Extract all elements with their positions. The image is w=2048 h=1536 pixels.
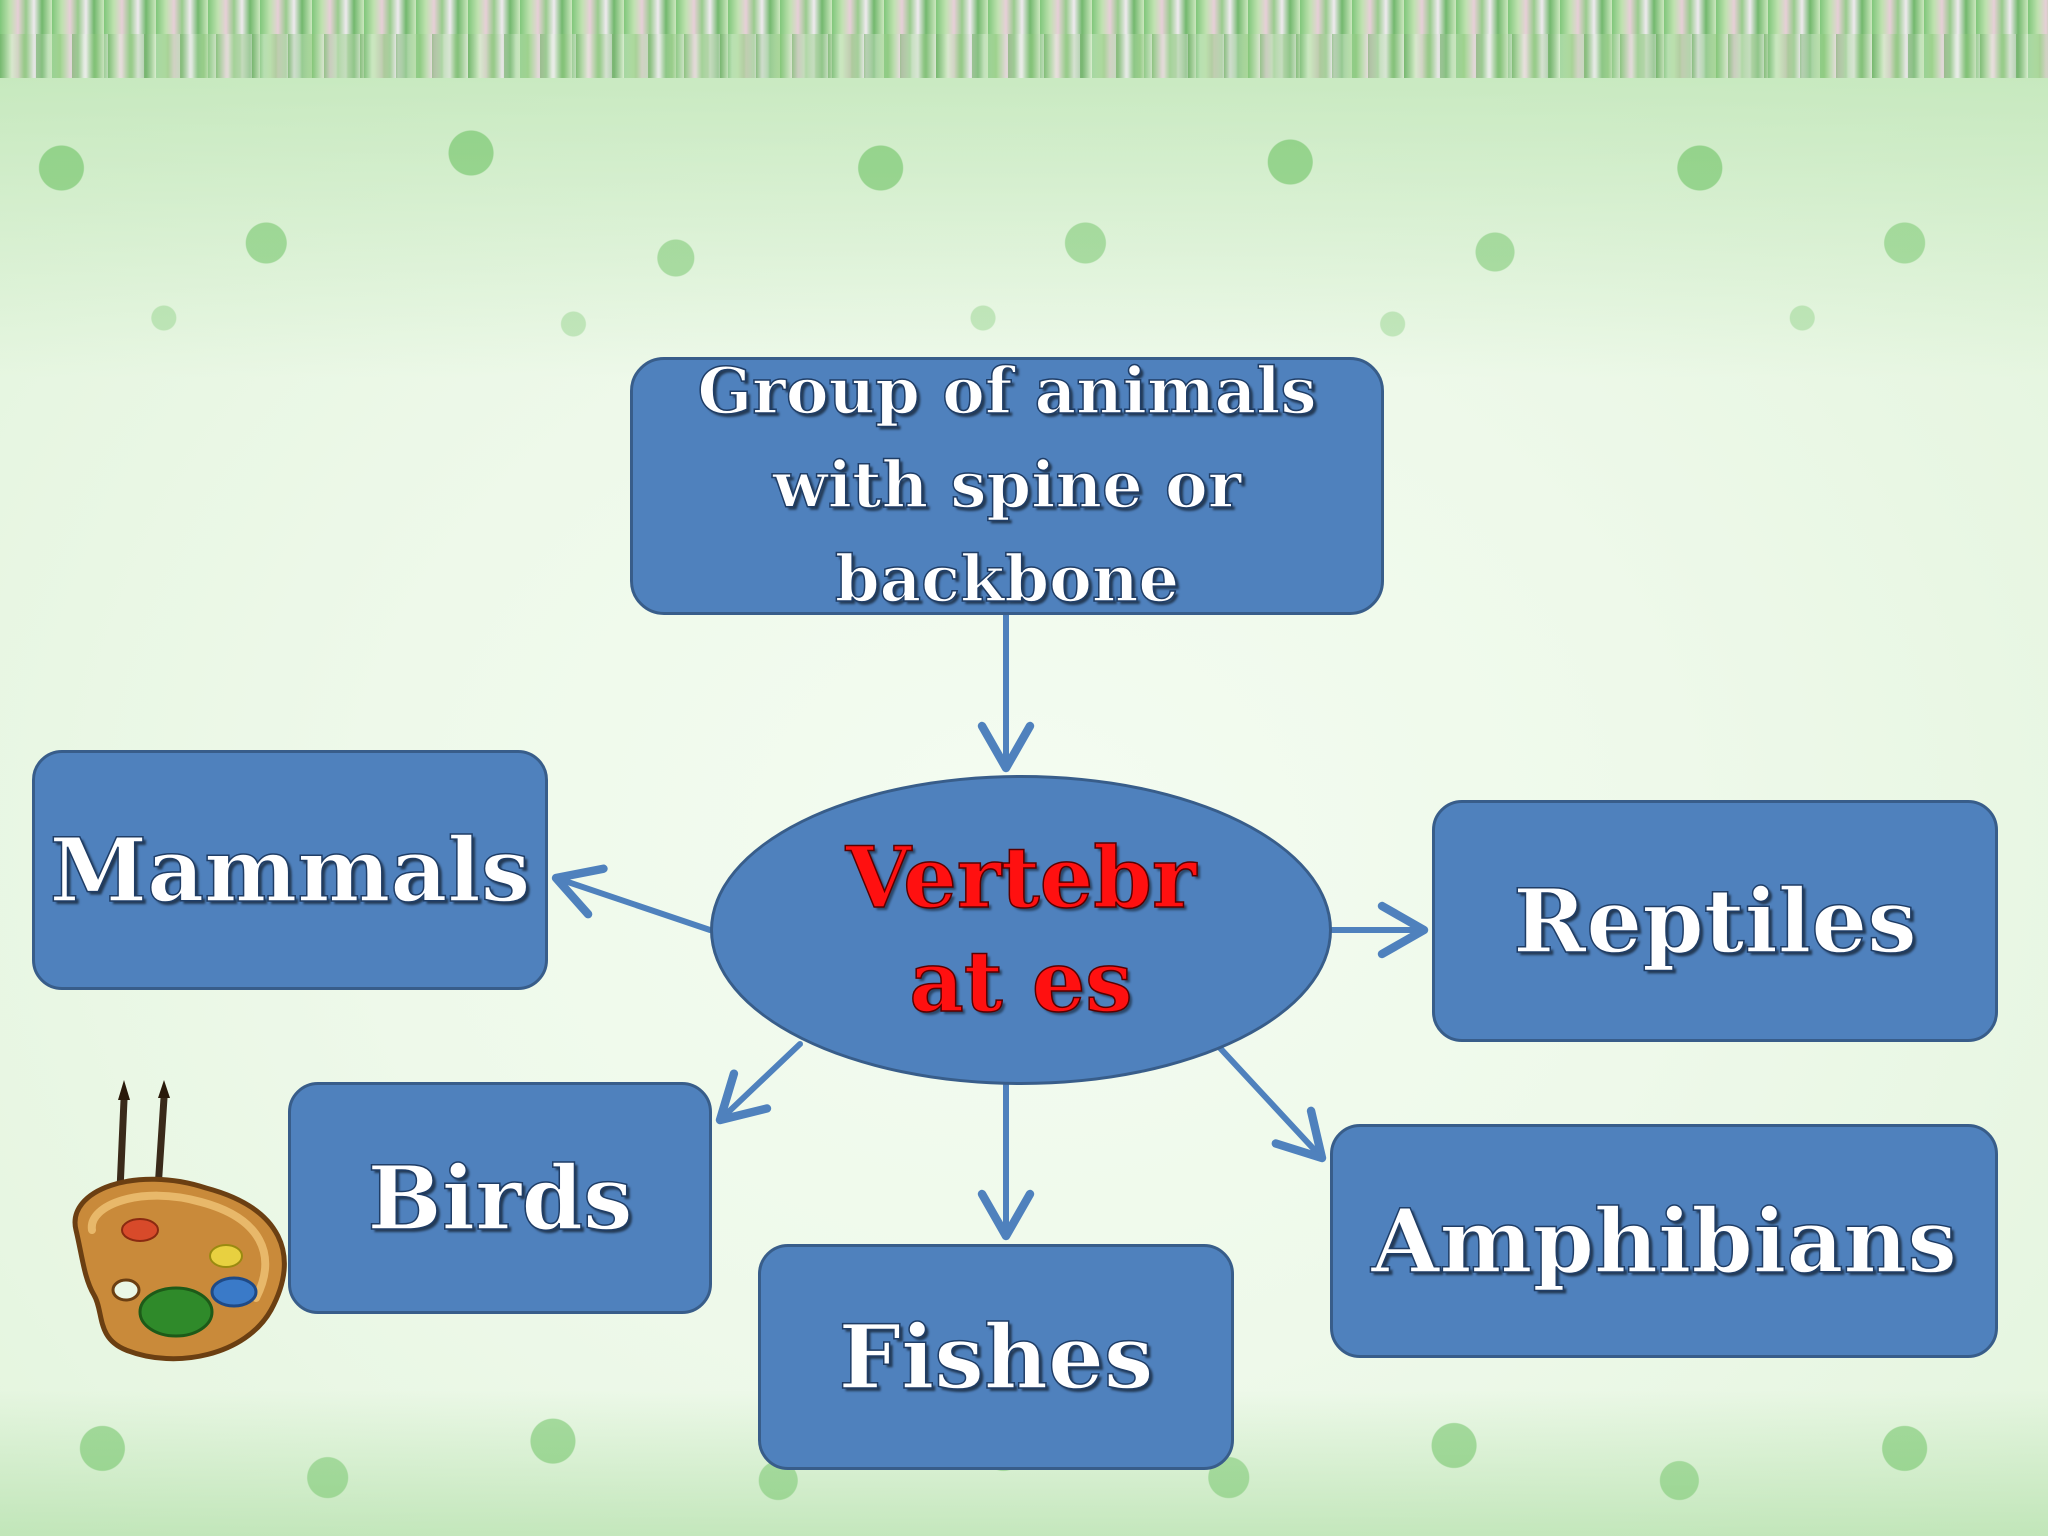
arrow-vertebrates-to-mammals <box>551 864 713 933</box>
definition-node-label: Group of animals with spine or backbone <box>697 353 1317 618</box>
fishes-node: Fishes <box>758 1244 1234 1470</box>
vertebrates-center-node: Vertebrat es <box>710 775 1332 1085</box>
fishes-label: Fishes <box>838 1304 1154 1410</box>
definition-node: Group of animals with spine or backbone <box>630 353 1384 618</box>
vertebrates-center-label: Vertebrat es <box>845 827 1197 1032</box>
birds-node: Birds <box>288 1082 712 1314</box>
reptiles-node: Reptiles <box>1432 800 1998 1042</box>
arrow-vertebrates-to-amphibians <box>1217 1045 1327 1163</box>
reptiles-label: Reptiles <box>1512 868 1917 974</box>
paint-palette-with-brushes-icon <box>72 1080 287 1362</box>
arrow-vertebrates-to-birds <box>715 1041 803 1125</box>
amphibians-node: Amphibians <box>1330 1124 1998 1358</box>
decorative-leaf-pattern-top <box>0 78 2048 378</box>
amphibians-label: Amphibians <box>1370 1188 1957 1294</box>
birds-label: Birds <box>367 1145 634 1251</box>
mammals-label: Mammals <box>49 817 531 923</box>
mammals-node: Mammals <box>32 750 548 990</box>
decorative-top-border <box>0 0 2048 78</box>
